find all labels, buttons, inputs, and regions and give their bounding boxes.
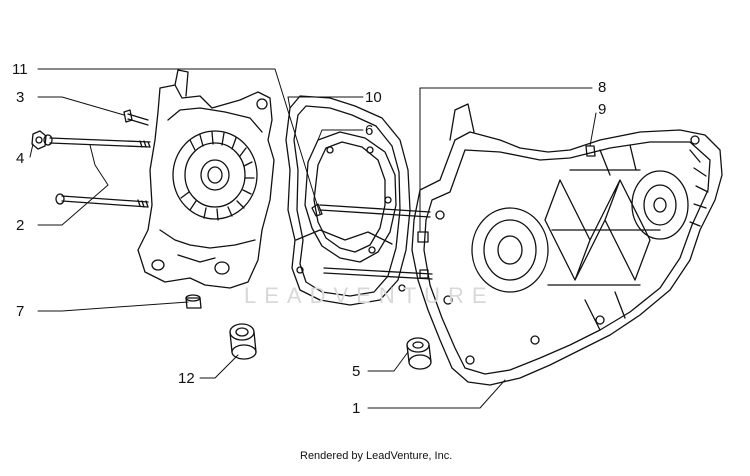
plug-7 <box>185 294 202 309</box>
callout-8: 8 <box>598 79 607 96</box>
right-crankcase <box>411 103 723 386</box>
watermark-text: LEADVENTURE <box>244 283 495 308</box>
long-bolt-lower <box>55 193 149 208</box>
screw-3 <box>123 109 149 126</box>
gasket-6 <box>304 131 397 263</box>
studs-through <box>311 203 433 280</box>
callout-12: 12 <box>178 370 195 387</box>
callout-10: 10 <box>365 89 382 106</box>
callout-1: 1 <box>352 400 361 417</box>
left-crankcase-half <box>137 69 275 289</box>
gasket-10 <box>285 95 411 306</box>
callout-11: 11 <box>12 61 28 78</box>
dowel-9 <box>585 145 596 157</box>
leader-lines <box>29 68 597 409</box>
callout-3: 3 <box>16 89 25 106</box>
callout-7: 7 <box>16 303 25 320</box>
nut-4 <box>31 130 47 150</box>
long-bolt-upper <box>43 134 151 148</box>
render-credit: Rendered by LeadVenture, Inc. <box>300 450 453 462</box>
bushing-5 <box>406 337 432 370</box>
callout-5: 5 <box>352 363 361 380</box>
callout-6: 6 <box>365 122 374 139</box>
callout-2: 2 <box>16 217 25 234</box>
callout-4: 4 <box>16 150 25 167</box>
bushing-12 <box>229 323 257 360</box>
callout-9: 9 <box>598 101 607 118</box>
